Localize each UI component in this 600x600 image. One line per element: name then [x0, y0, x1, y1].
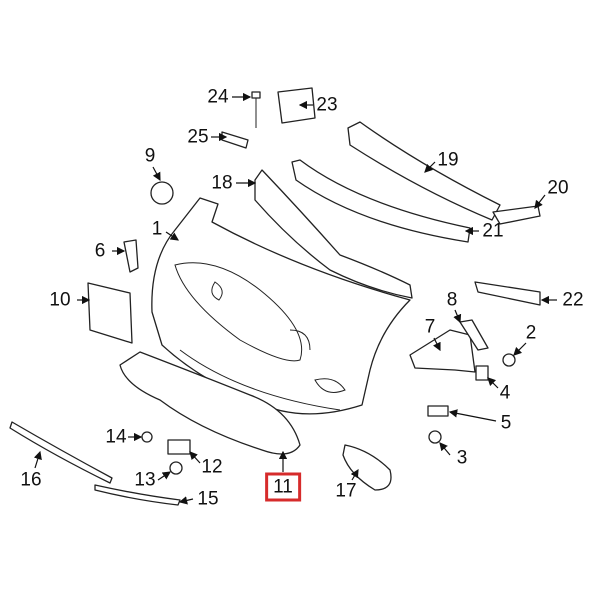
- clip-5: [427, 405, 449, 417]
- screw-13: [169, 461, 183, 475]
- callout-7: 7: [424, 316, 436, 338]
- callout-1: 1: [151, 218, 163, 240]
- bracket-7: [409, 329, 476, 373]
- callout-10: 10: [49, 289, 71, 311]
- bracket-6: [123, 239, 139, 273]
- guide-22: [474, 281, 541, 306]
- trim-16: [9, 421, 113, 484]
- callout-17: 17: [335, 480, 357, 502]
- callout-6: 6: [94, 240, 106, 262]
- impact-absorber: [254, 169, 413, 299]
- bumper-cover: [151, 197, 411, 415]
- callout-11-highlighted: 11: [265, 472, 301, 502]
- callout-14: 14: [105, 426, 127, 448]
- bracket-20: [492, 205, 541, 225]
- callout-24: 24: [207, 86, 229, 108]
- callout-4: 4: [499, 382, 511, 404]
- trim-15: [94, 484, 181, 506]
- clip-2: [502, 353, 516, 367]
- screw-3: [428, 430, 442, 444]
- seal-8: [459, 319, 489, 351]
- absorber-21: [291, 159, 471, 243]
- bracket-25: [221, 131, 249, 149]
- leader-lines: [33, 92, 557, 505]
- bolt-24: [251, 91, 261, 99]
- callout-19: 19: [437, 149, 459, 171]
- license-plate-bracket: [87, 282, 133, 344]
- callout-13: 13: [134, 469, 156, 491]
- callout-2: 2: [525, 322, 537, 344]
- callout-25: 25: [187, 126, 209, 148]
- callout-8: 8: [446, 289, 458, 311]
- clip-4: [475, 365, 489, 381]
- module-23: [277, 87, 316, 124]
- air-deflector: [119, 351, 301, 455]
- screw-14: [141, 431, 153, 443]
- callout-12: 12: [201, 456, 223, 478]
- callout-16: 16: [20, 469, 42, 491]
- callout-18: 18: [211, 172, 233, 194]
- callout-22: 22: [562, 289, 584, 311]
- callout-23: 23: [316, 94, 338, 116]
- callout-15: 15: [197, 488, 219, 510]
- callout-20: 20: [547, 177, 569, 199]
- callout-3: 3: [456, 447, 468, 469]
- emblem: [150, 181, 174, 205]
- callout-5: 5: [500, 412, 512, 434]
- callout-9: 9: [144, 145, 156, 167]
- clip-12: [167, 439, 191, 455]
- callout-21: 21: [482, 220, 504, 242]
